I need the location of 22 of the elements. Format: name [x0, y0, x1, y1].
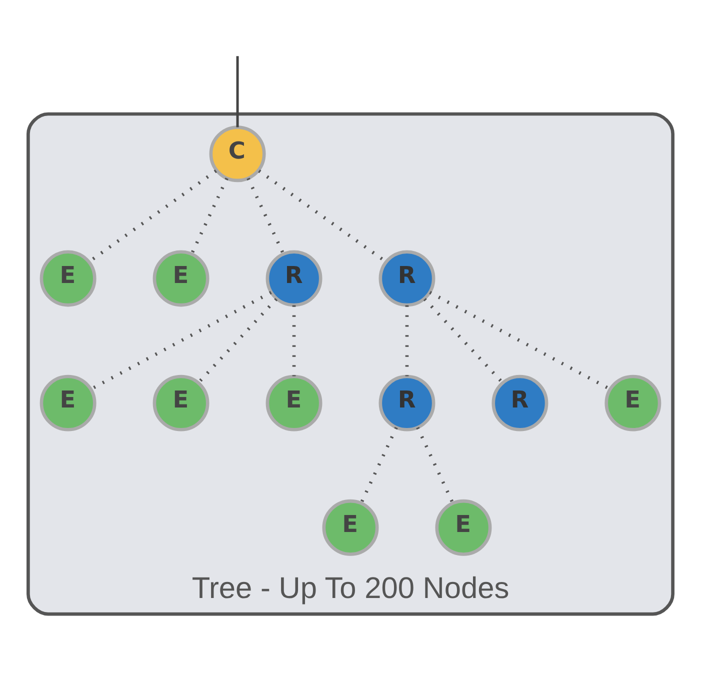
connector — [198, 297, 278, 383]
node-circle: R — [266, 250, 322, 306]
node-circle: E — [266, 374, 322, 431]
node-circle: C — [209, 125, 266, 182]
connector — [246, 177, 285, 254]
connector — [423, 297, 504, 383]
connector — [190, 177, 228, 254]
node-circle: E — [604, 374, 662, 431]
node-circle: E — [40, 374, 96, 431]
node-circle: R — [378, 374, 436, 431]
node-circle: E — [322, 498, 379, 556]
node-circle: E — [152, 374, 210, 431]
node-circle: E — [152, 250, 210, 306]
node-circle: E — [435, 498, 492, 556]
connector — [360, 426, 398, 503]
node-circle: R — [378, 250, 436, 306]
node-circle: E — [40, 250, 96, 306]
node-circle: R — [492, 374, 548, 431]
connector — [90, 290, 272, 390]
connector — [416, 426, 454, 503]
connector — [236, 56, 239, 127]
connector — [429, 290, 611, 390]
